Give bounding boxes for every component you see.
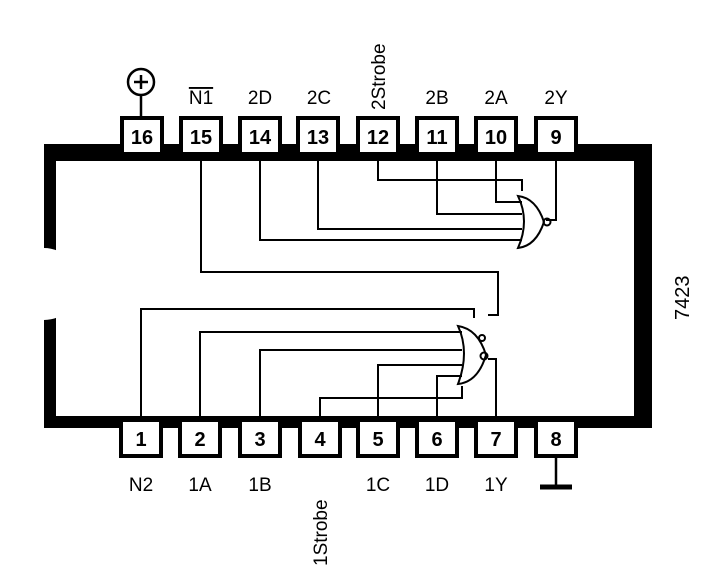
pin-number: 13 xyxy=(307,127,329,149)
pin-label-2: 1A xyxy=(188,475,212,496)
pin-label-14: 2D xyxy=(248,88,272,109)
pin-label-9: 2Y xyxy=(544,88,568,109)
pin-label-15: N1 xyxy=(189,88,213,109)
bottom-pin-row: 1 2 3 4 5 6 7 8 xyxy=(119,418,578,458)
pin-number: 7 xyxy=(490,429,501,451)
wire-pin11-2B xyxy=(436,155,522,215)
pin-10: 10 xyxy=(474,116,518,156)
pin-label-12: 2Strobe xyxy=(369,43,390,110)
gate1-output-bubble xyxy=(479,351,489,361)
pin-number: 4 xyxy=(314,429,326,451)
wire-pin10-2A xyxy=(495,155,522,203)
gate1-nor-shape xyxy=(456,324,488,386)
chip-body-inner xyxy=(56,161,634,416)
pin-number: 14 xyxy=(249,127,272,149)
top-pin-labels: N1 2D 2C 2Strobe 2B 2A 2Y xyxy=(126,43,568,118)
pin-5: 5 xyxy=(356,418,400,458)
pin-label-5: 1C xyxy=(366,475,390,496)
pin-1: 1 xyxy=(119,418,163,458)
pin-label-10: 2A xyxy=(484,88,508,109)
pin-label-3: 1B xyxy=(248,475,271,496)
pin-number: 1 xyxy=(135,429,146,451)
pin-number: 6 xyxy=(431,429,442,451)
pin-2: 2 xyxy=(178,418,222,458)
pin-number: 3 xyxy=(254,429,265,451)
wire-pin12-2strobe xyxy=(377,155,523,191)
pin-13: 13 xyxy=(296,116,340,156)
wire-pin6-1D xyxy=(436,375,462,428)
pin-14: 14 xyxy=(238,116,282,156)
pin-7: 7 xyxy=(474,418,518,458)
wire-pin5-1C xyxy=(377,364,462,428)
pin-number: 8 xyxy=(550,429,561,451)
pin-number: 12 xyxy=(367,127,389,149)
pin-label-7: 1Y xyxy=(484,475,508,496)
pin-number: 9 xyxy=(550,127,561,149)
wire-pin15-N1 xyxy=(200,155,499,316)
wire-pin14-2D xyxy=(259,155,522,241)
pin-label-13: 2C xyxy=(307,88,331,109)
vcc-plus-icon xyxy=(126,67,156,118)
pin-8: 8 xyxy=(534,418,578,458)
pin-3: 3 xyxy=(238,418,282,458)
pin-number: 16 xyxy=(131,127,153,149)
wire-pin7-1Y xyxy=(488,358,497,428)
pin-4: 4 xyxy=(298,418,342,458)
pin-9: 9 xyxy=(534,116,578,156)
pin-16: 16 xyxy=(120,116,164,156)
pin-label-11: 2B xyxy=(425,88,448,109)
pin-6: 6 xyxy=(415,418,459,458)
top-pin-row: 16 15 14 13 12 11 10 9 xyxy=(120,116,578,156)
pin-number: 11 xyxy=(426,127,447,149)
pin-12: 12 xyxy=(356,116,400,156)
part-number-label: 7423 xyxy=(672,276,694,321)
internal-wiring xyxy=(140,155,557,428)
gate1-expander-bubble xyxy=(478,334,486,342)
pin-11: 11 xyxy=(415,116,459,156)
pin-number: 15 xyxy=(190,127,212,149)
pin-label-6: 1D xyxy=(425,475,449,496)
pin-number: 5 xyxy=(372,429,383,451)
pin-15: 15 xyxy=(179,116,223,156)
wire-pin2-1A xyxy=(199,331,462,428)
pin-number: 2 xyxy=(194,429,205,451)
gate2-output-bubble xyxy=(542,217,552,227)
pin-number: 10 xyxy=(485,127,507,149)
wire-pin13-2C xyxy=(317,155,522,230)
pin-label-4: 1Strobe xyxy=(311,499,332,566)
gate2-nor-shape xyxy=(516,194,546,250)
ground-icon xyxy=(540,456,572,490)
wire-pin1-N2 xyxy=(140,308,475,428)
wire-pin3-1B xyxy=(259,349,462,428)
bottom-pin-labels: N2 1A 1B 1Strobe 1C 1D 1Y xyxy=(129,456,572,566)
wire-pin4-1strobe xyxy=(319,386,463,428)
pin-label-1: N2 xyxy=(129,475,153,496)
